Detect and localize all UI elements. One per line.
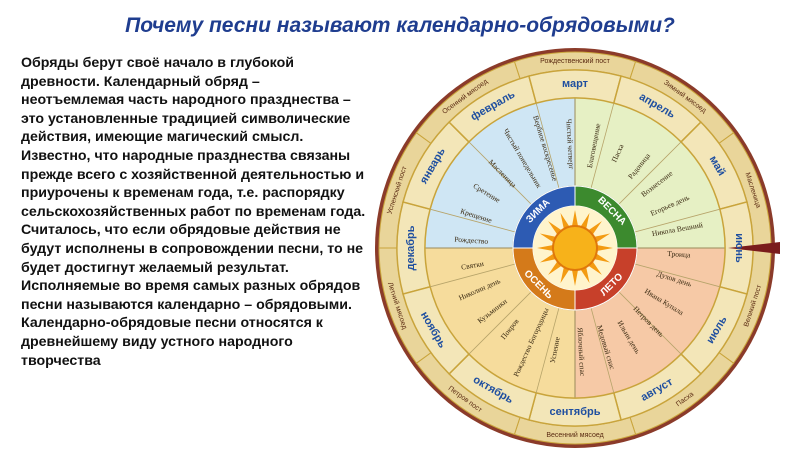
month-divider	[618, 141, 682, 205]
pointer-icon	[728, 242, 780, 254]
month-divider	[590, 307, 615, 393]
month-divider	[430, 263, 516, 288]
month-divider	[535, 307, 560, 393]
month-divider	[618, 291, 682, 355]
month-divider	[634, 263, 720, 288]
period-label: Весенний мясоед	[546, 431, 603, 439]
month-divider	[468, 141, 532, 205]
holiday-label: Троица	[667, 249, 691, 260]
holiday-label: Чистый четверг	[564, 119, 576, 170]
month-divider	[468, 291, 532, 355]
month-segment	[402, 285, 470, 375]
slide-title: Почему песни называют календарно-обрядов…	[125, 14, 675, 37]
month-divider	[535, 103, 560, 189]
month-label: сентябрь	[550, 406, 601, 418]
month-label: март	[562, 78, 589, 90]
month-label: декабрь	[405, 225, 417, 270]
calendar-rings	[375, 48, 780, 448]
month-label: июнь	[733, 233, 745, 263]
month-divider	[590, 103, 615, 189]
holiday-label: Яблочный спас	[576, 327, 588, 377]
holiday-label: Святки	[460, 259, 484, 272]
slide-body-text: Обряды берут своё начало в глубокой древ…	[21, 55, 366, 369]
period-label: Рождественский пост	[540, 57, 610, 65]
holiday-label: Рождество	[454, 235, 489, 246]
sun-icon	[552, 225, 598, 271]
month-divider	[634, 208, 720, 233]
month-divider	[430, 208, 516, 233]
